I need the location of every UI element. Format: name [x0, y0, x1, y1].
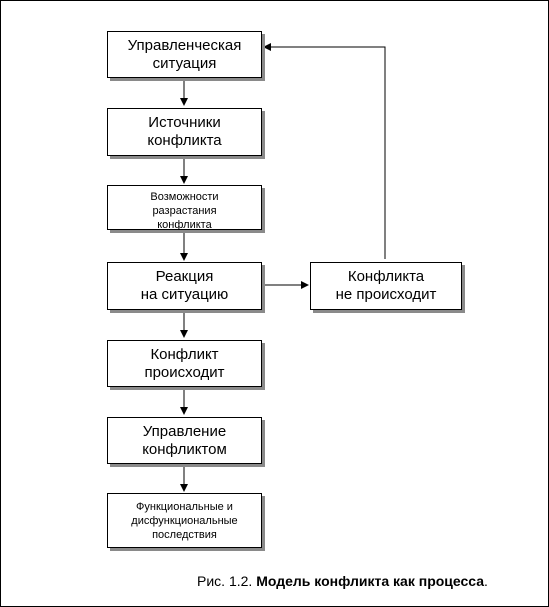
arrow-no-conflict-to-situation — [263, 43, 386, 259]
caption-title: Модель конфликта как процесса — [256, 573, 485, 589]
node-conflict-occurs: Конфликт происходит — [107, 340, 262, 387]
node-no-conflict: Конфликта не происходит — [310, 262, 462, 310]
node-escalation-possibilities: Возможности разрастания конфликта — [107, 185, 262, 230]
node-conflict-management: Управление конфликтом — [107, 417, 262, 464]
figure-caption: Рис. 1.2. Модель конфликта как процесса. — [197, 573, 488, 589]
node-consequences: Функциональные и дисфункциональные после… — [107, 493, 262, 548]
caption-prefix: Рис. 1.2. — [197, 573, 257, 589]
node-conflict-sources: Источники конфликта — [107, 108, 262, 156]
node-managerial-situation: Управленческая ситуация — [107, 31, 262, 78]
caption-suffix: . — [484, 573, 488, 589]
node-reaction-to-situation: Реакция на ситуацию — [107, 262, 262, 310]
